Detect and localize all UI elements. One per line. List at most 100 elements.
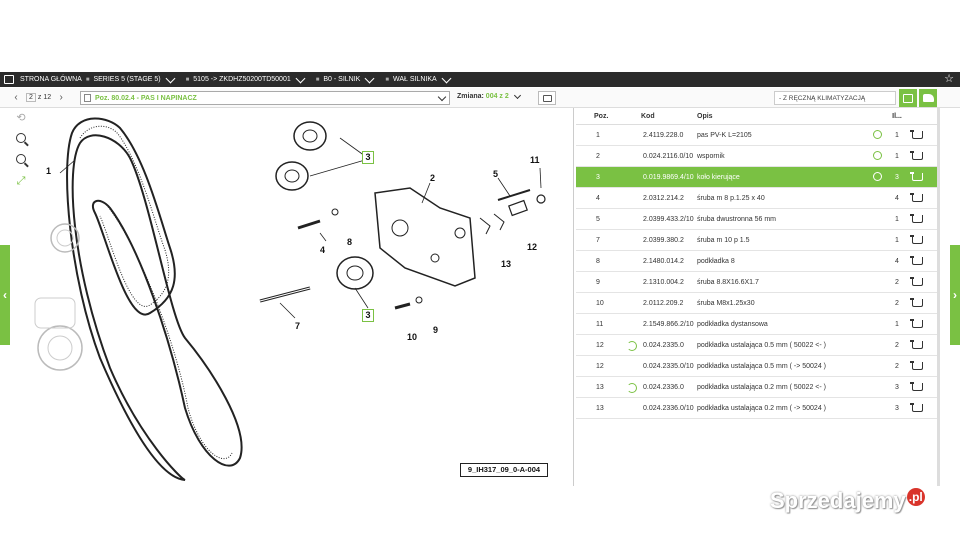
divider bbox=[573, 108, 574, 486]
breadcrumb-item-series[interactable]: ■SERIES 5 (STAGE 5) bbox=[82, 73, 182, 83]
clock-icon[interactable] bbox=[873, 171, 882, 181]
row-qty: 1 bbox=[895, 215, 899, 223]
row-opis: śruba m 8 p.1.25 x 40 bbox=[697, 194, 765, 202]
callout-13[interactable]: 13 bbox=[501, 259, 512, 269]
zoom-in-button[interactable] bbox=[15, 133, 27, 145]
callout-11[interactable]: 11 bbox=[530, 155, 540, 165]
row-opis: podkładka ustalająca 0.5 mm ( -> 50024 ) bbox=[697, 362, 826, 370]
tractor-button[interactable] bbox=[919, 89, 937, 107]
cart-icon[interactable] bbox=[909, 214, 923, 223]
row-qty: 1 bbox=[895, 236, 899, 244]
breadcrumb-item-home[interactable]: STRONA GŁÓWNA bbox=[20, 76, 82, 83]
print-button[interactable] bbox=[538, 91, 556, 105]
clock-icon[interactable] bbox=[873, 150, 882, 160]
breadcrumb-item-subgroup[interactable]: ■WAŁ SILNIKA bbox=[381, 73, 457, 83]
callout-3-bottom[interactable]: 3 bbox=[362, 309, 374, 322]
cart-icon[interactable] bbox=[909, 319, 923, 328]
idler-pulley-drawing[interactable] bbox=[275, 161, 309, 191]
breadcrumb-item-group[interactable]: ■B0 - SILNIK bbox=[312, 73, 382, 83]
clipboard-button[interactable] bbox=[899, 89, 917, 107]
cart-icon[interactable] bbox=[909, 130, 923, 139]
bracket-drawing[interactable] bbox=[374, 187, 476, 287]
cart-icon[interactable] bbox=[909, 277, 923, 286]
callout-3-top[interactable]: 3 bbox=[362, 151, 374, 164]
replacement-icon[interactable] bbox=[627, 382, 637, 393]
toolbar: ‹ 2 z 12 › Poz. 80.02.4 - PAS I NAPINACZ… bbox=[0, 88, 960, 108]
parts-diagram[interactable] bbox=[10, 108, 570, 488]
callout-7[interactable]: 7 bbox=[295, 321, 301, 331]
chevron-down-icon[interactable] bbox=[441, 73, 452, 83]
chevron-down-icon[interactable] bbox=[295, 73, 306, 83]
header-il[interactable]: Il... bbox=[892, 112, 902, 120]
document-icon bbox=[84, 94, 91, 102]
callout-12[interactable]: 12 bbox=[527, 242, 538, 252]
chevron-down-icon[interactable] bbox=[165, 73, 176, 83]
callout-8[interactable]: 8 bbox=[347, 237, 353, 247]
callout-9[interactable]: 9 bbox=[433, 325, 439, 335]
chevron-down-icon[interactable] bbox=[513, 91, 521, 100]
cart-icon[interactable] bbox=[909, 340, 923, 349]
row-kod: 2.0399.380.2 bbox=[643, 236, 684, 244]
chevron-down-icon[interactable] bbox=[437, 92, 447, 102]
callout-2[interactable]: 2 bbox=[430, 173, 436, 183]
chevron-down-icon[interactable] bbox=[364, 73, 375, 83]
fullscreen-icon[interactable]: ⤢ bbox=[16, 175, 26, 187]
cart-icon[interactable] bbox=[909, 361, 923, 370]
zoom-out-button[interactable] bbox=[15, 154, 27, 166]
breadcrumb: STRONA GŁÓWNA ■SERIES 5 (STAGE 5) ■5105 … bbox=[0, 72, 960, 87]
idler-pulley-drawing[interactable] bbox=[336, 256, 374, 290]
home-icon[interactable] bbox=[4, 75, 14, 84]
header-opis[interactable]: Opis bbox=[697, 112, 713, 120]
prev-side-tab[interactable]: ‹ bbox=[0, 245, 10, 345]
table-header: Poz. Kod Opis Il... bbox=[576, 108, 938, 125]
change-select[interactable]: Zmiana: 004 z 2 bbox=[457, 91, 521, 100]
cart-icon[interactable] bbox=[909, 298, 923, 307]
table-scrollbar[interactable] bbox=[937, 108, 940, 486]
callout-5[interactable]: 5 bbox=[493, 169, 499, 179]
refresh-icon[interactable]: ⟲ bbox=[16, 112, 26, 124]
belt-drawing[interactable] bbox=[66, 117, 243, 481]
page-current[interactable]: 2 bbox=[26, 93, 36, 102]
page-indicator: 2 z 12 bbox=[26, 93, 51, 102]
arrow-right-icon[interactable]: › bbox=[59, 92, 63, 103]
header-pos[interactable]: Poz. bbox=[594, 112, 609, 120]
row-pos: 12 bbox=[596, 341, 604, 349]
callout-1[interactable]: 1 bbox=[46, 166, 52, 176]
position-select[interactable]: Poz. 80.02.4 - PAS I NAPINACZ bbox=[80, 91, 450, 105]
callout-10[interactable]: 10 bbox=[407, 332, 418, 342]
arrow-left-icon[interactable]: ‹ bbox=[14, 92, 18, 103]
callout-4[interactable]: 4 bbox=[320, 245, 326, 255]
cart-icon[interactable] bbox=[909, 382, 923, 391]
cart-icon[interactable] bbox=[909, 172, 923, 181]
breadcrumb-item-model[interactable]: ■5105 -> ZKDHZ50200TD50001 bbox=[182, 73, 312, 83]
clock-icon[interactable] bbox=[873, 129, 882, 139]
cart-icon[interactable] bbox=[909, 403, 923, 412]
cart-icon[interactable] bbox=[909, 151, 923, 160]
print-icon bbox=[542, 94, 552, 102]
replacement-icon[interactable] bbox=[627, 340, 637, 351]
cart-icon[interactable] bbox=[909, 193, 923, 202]
next-side-tab[interactable]: › bbox=[950, 245, 960, 345]
header-kod[interactable]: Kod bbox=[641, 112, 655, 120]
row-pos: 3 bbox=[596, 173, 600, 181]
filter-input[interactable] bbox=[774, 91, 896, 105]
cart-icon[interactable] bbox=[909, 235, 923, 244]
cart-icon[interactable] bbox=[909, 256, 923, 265]
star-icon[interactable]: ☆ bbox=[944, 73, 954, 85]
idler-pulley-drawing[interactable] bbox=[293, 121, 327, 151]
